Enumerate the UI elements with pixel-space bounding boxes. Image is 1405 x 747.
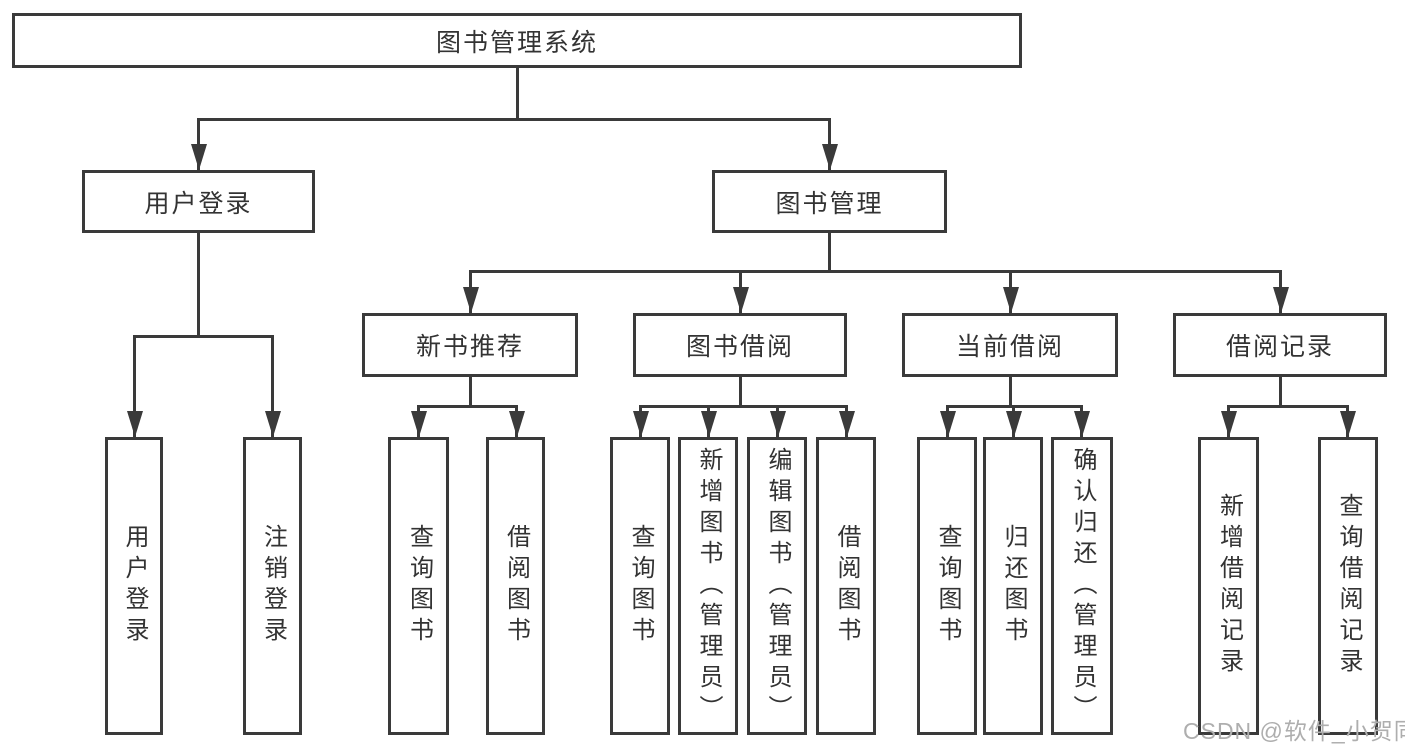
leaf-borrow-query-books: 查询图书 bbox=[610, 437, 670, 735]
connector-borrow-records-stem bbox=[1279, 377, 1282, 407]
connector-new-book-rail bbox=[417, 405, 518, 408]
connector-user-login-rail bbox=[133, 335, 274, 338]
arrow-to-borrow-records bbox=[1272, 270, 1289, 313]
node-borrow-records: 借阅记录 bbox=[1173, 313, 1387, 377]
leaf-recommend-query-books: 查询图书 bbox=[388, 437, 449, 735]
arrow-book-borrow-leaf-1 bbox=[632, 405, 649, 437]
arrow-borrow-records-leaf-2 bbox=[1339, 405, 1356, 437]
arrow-to-current-borrow bbox=[1002, 270, 1019, 313]
leaf-add-books-admin: 新增图书（管理员） bbox=[678, 437, 738, 735]
arrow-borrow-records-leaf-1 bbox=[1220, 405, 1237, 437]
connector-user-login-stem bbox=[197, 233, 200, 337]
connector-book-management-stem bbox=[828, 233, 831, 273]
node-current-borrow: 当前借阅 bbox=[902, 313, 1118, 377]
arrow-book-borrow-leaf-4 bbox=[838, 405, 855, 437]
leaf-current-query-books: 查询图书 bbox=[917, 437, 977, 735]
arrow-to-user-login-leaf bbox=[126, 335, 143, 437]
node-book-management: 图书管理 bbox=[712, 170, 947, 233]
connector-book-borrow-rail bbox=[639, 405, 848, 408]
connector-root-rail bbox=[197, 118, 831, 121]
arrow-to-book-management bbox=[821, 118, 838, 170]
csdn-watermark: CSDN @软件_小贺同学 bbox=[1183, 718, 1405, 744]
connector-current-borrow-stem bbox=[1009, 377, 1012, 407]
node-new-book-recommend: 新书推荐 bbox=[362, 313, 578, 377]
connector-level3-rail bbox=[469, 270, 1282, 273]
node-book-borrow: 图书借阅 bbox=[633, 313, 847, 377]
arrow-to-book-borrow bbox=[732, 270, 749, 313]
arrow-book-borrow-leaf-3 bbox=[769, 405, 786, 437]
leaf-confirm-return-admin: 确认归还（管理员） bbox=[1051, 437, 1113, 735]
connector-borrow-records-rail bbox=[1227, 405, 1348, 408]
leaf-query-borrow-record: 查询借阅记录 bbox=[1318, 437, 1378, 735]
connector-new-book-stem bbox=[469, 377, 472, 407]
arrow-new-book-leaf-1 bbox=[410, 405, 427, 437]
arrow-to-logout-leaf bbox=[264, 335, 281, 437]
arrow-book-borrow-leaf-2 bbox=[700, 405, 717, 437]
leaf-user-login: 用户登录 bbox=[105, 437, 163, 735]
arrow-new-book-leaf-2 bbox=[508, 405, 525, 437]
leaf-add-borrow-record: 新增借阅记录 bbox=[1198, 437, 1259, 735]
leaf-recommend-borrow-books: 借阅图书 bbox=[486, 437, 545, 735]
leaf-borrow-books: 借阅图书 bbox=[816, 437, 876, 735]
arrow-to-new-book-recommend bbox=[462, 270, 479, 313]
leaf-edit-books-admin: 编辑图书（管理员） bbox=[747, 437, 807, 735]
node-library-system: 图书管理系统 bbox=[12, 13, 1022, 68]
connector-root-stem bbox=[516, 68, 519, 120]
arrow-current-borrow-leaf-1 bbox=[939, 405, 956, 437]
arrow-to-user-login bbox=[190, 118, 207, 170]
connector-book-borrow-stem bbox=[739, 377, 742, 407]
leaf-return-books: 归还图书 bbox=[983, 437, 1043, 735]
leaf-logout: 注销登录 bbox=[243, 437, 302, 735]
node-user-login: 用户登录 bbox=[82, 170, 315, 233]
arrow-current-borrow-leaf-2 bbox=[1005, 405, 1022, 437]
arrow-current-borrow-leaf-3 bbox=[1073, 405, 1090, 437]
